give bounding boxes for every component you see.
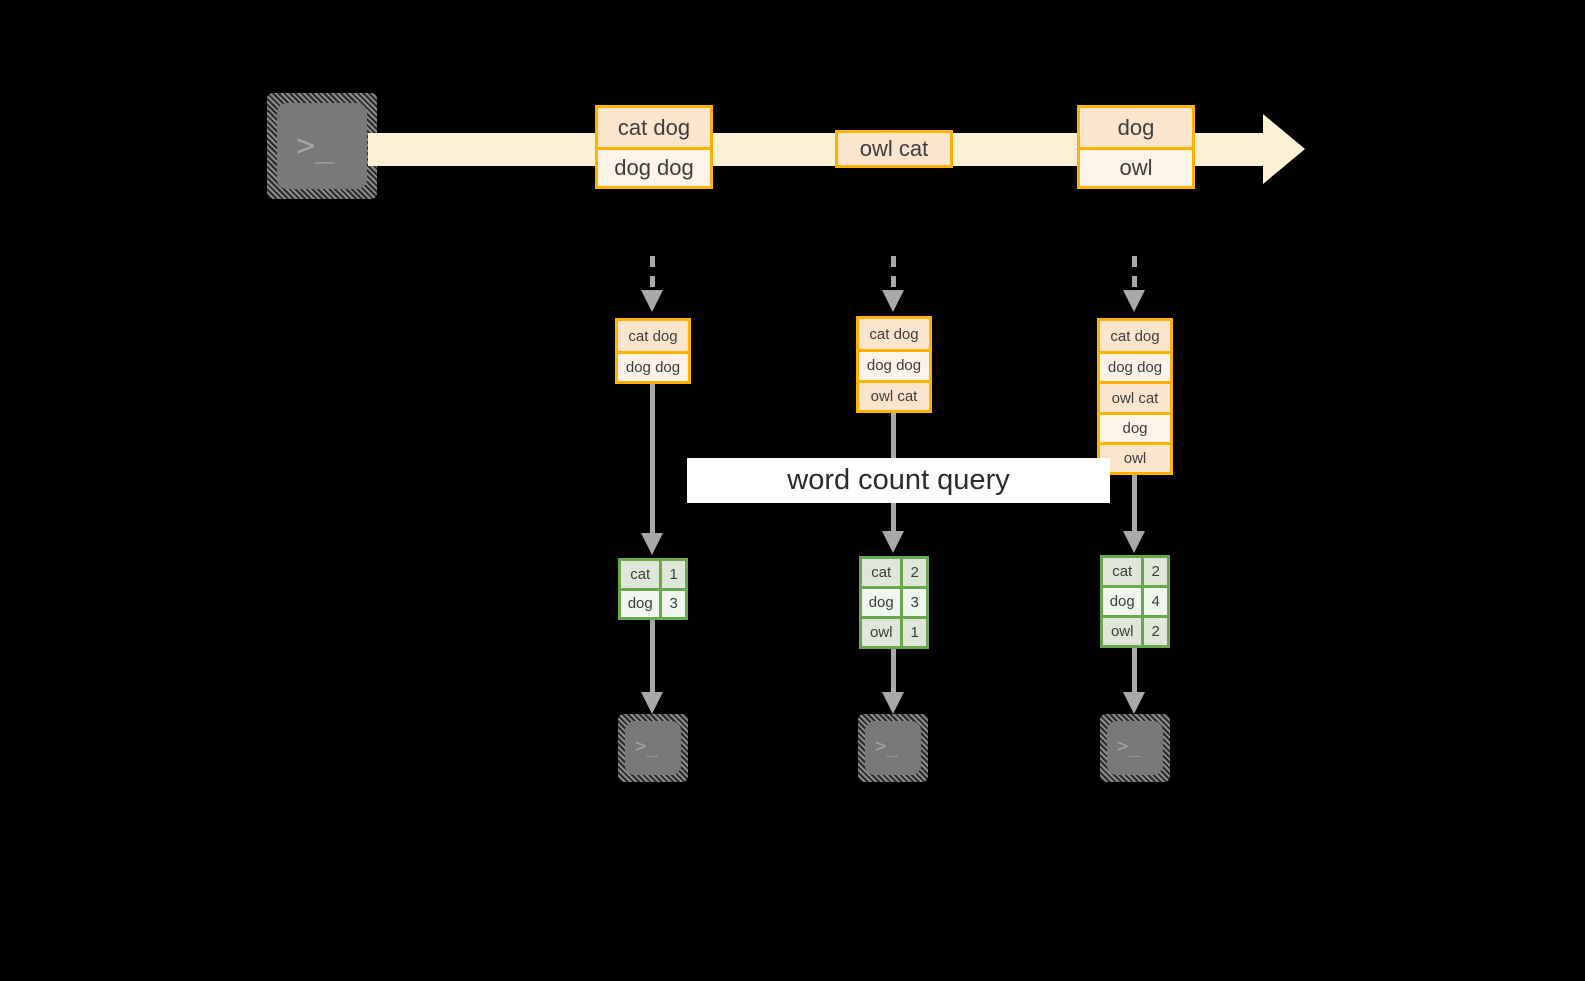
table-cell-word: dog xyxy=(862,589,901,616)
snapshot-input-record[interactable]: cat dog dog dog owl cat dog owl xyxy=(1097,318,1173,475)
snapshot-to-result-connector xyxy=(650,384,655,535)
table-row: cat 2 xyxy=(1103,558,1168,585)
snapshot-input-record[interactable]: cat dog dog dog owl cat xyxy=(856,316,932,413)
table-cell-count: 2 xyxy=(1141,618,1168,645)
record-line: dog dog xyxy=(859,349,929,380)
table-cell-word: dog xyxy=(1103,588,1142,615)
table-row: owl 2 xyxy=(1103,615,1168,645)
query-label: word count query xyxy=(687,458,1110,503)
stream-to-snapshot-connector xyxy=(1132,256,1137,292)
table-cell-count: 1 xyxy=(659,561,686,588)
stream-to-snapshot-arrowhead xyxy=(882,290,904,312)
result-to-sink-connector xyxy=(650,620,655,694)
record-line: cat dog xyxy=(618,321,688,351)
result-to-sink-connector xyxy=(891,649,896,694)
terminal-prompt-glyph: >_ xyxy=(1117,735,1140,757)
result-to-sink-arrowhead xyxy=(1123,692,1145,714)
terminal-prompt-glyph: >_ xyxy=(875,735,898,757)
source-terminal-icon[interactable]: >_ xyxy=(267,93,377,199)
sink-terminal-icon[interactable]: >_ xyxy=(1100,714,1170,782)
table-cell-word: dog xyxy=(621,590,660,617)
terminal-face xyxy=(625,721,681,775)
table-row: cat 2 xyxy=(862,559,927,586)
table-cell-word: owl xyxy=(862,619,901,646)
table-cell-count: 2 xyxy=(1141,558,1168,585)
record-line: dog xyxy=(1100,411,1170,442)
record-line: owl xyxy=(1080,147,1192,186)
result-to-sink-connector xyxy=(1132,648,1137,694)
record-line: dog xyxy=(1080,108,1192,147)
table-row: cat 1 xyxy=(621,561,686,588)
stream-to-snapshot-connector xyxy=(891,256,896,292)
table-row: owl 1 xyxy=(862,616,927,646)
snapshot-to-result-connector xyxy=(1132,475,1137,533)
record-line: dog dog xyxy=(598,147,710,186)
record-line: owl cat xyxy=(1100,381,1170,412)
record-line: cat dog xyxy=(859,319,929,350)
snapshot-to-result-arrowhead xyxy=(882,531,904,553)
table-row: dog 4 xyxy=(1103,585,1168,615)
sink-terminal-icon[interactable]: >_ xyxy=(858,714,928,782)
table-cell-word: cat xyxy=(621,561,660,588)
result-table[interactable]: cat 2 dog 3 owl 1 xyxy=(859,556,929,649)
record-line: owl cat xyxy=(859,379,929,410)
result-table[interactable]: cat 2 dog 4 owl 2 xyxy=(1100,555,1170,648)
table-cell-word: cat xyxy=(862,559,901,586)
terminal-face xyxy=(865,721,921,775)
record-line: dog dog xyxy=(618,351,688,381)
snapshot-input-record[interactable]: cat dog dog dog xyxy=(615,318,691,384)
table-cell-count: 2 xyxy=(900,559,927,586)
stream-to-snapshot-connector xyxy=(650,256,655,292)
record-line: dog dog xyxy=(1100,351,1170,382)
table-cell-count: 3 xyxy=(659,590,686,617)
result-to-sink-arrowhead xyxy=(641,692,663,714)
record-line: cat dog xyxy=(598,108,710,147)
terminal-prompt-glyph: >_ xyxy=(296,126,335,164)
terminal-face xyxy=(1107,721,1163,775)
stream-event-record[interactable]: dog owl xyxy=(1077,105,1195,189)
record-line: owl cat xyxy=(838,133,950,165)
table-row: dog 3 xyxy=(862,586,927,616)
table-cell-count: 4 xyxy=(1141,588,1168,615)
record-line: cat dog xyxy=(1100,321,1170,352)
table-cell-count: 3 xyxy=(900,589,927,616)
terminal-prompt-glyph: >_ xyxy=(635,735,658,757)
stream-to-snapshot-arrowhead xyxy=(641,290,663,312)
stream-to-snapshot-arrowhead xyxy=(1123,290,1145,312)
table-cell-word: owl xyxy=(1103,618,1142,645)
terminal-face xyxy=(277,103,367,189)
stream-event-record[interactable]: owl cat xyxy=(835,130,953,168)
table-cell-word: cat xyxy=(1103,558,1142,585)
sink-terminal-icon[interactable]: >_ xyxy=(618,714,688,782)
result-table[interactable]: cat 1 dog 3 xyxy=(618,558,688,620)
snapshot-to-result-arrowhead xyxy=(641,533,663,555)
record-line: owl xyxy=(1100,441,1170,473)
snapshot-to-result-arrowhead xyxy=(1123,531,1145,553)
event-stream-arrowhead xyxy=(1263,114,1305,184)
table-row: dog 3 xyxy=(621,587,686,617)
stream-event-record[interactable]: cat dog dog dog xyxy=(595,105,713,189)
result-to-sink-arrowhead xyxy=(882,692,904,714)
table-cell-count: 1 xyxy=(900,619,927,646)
